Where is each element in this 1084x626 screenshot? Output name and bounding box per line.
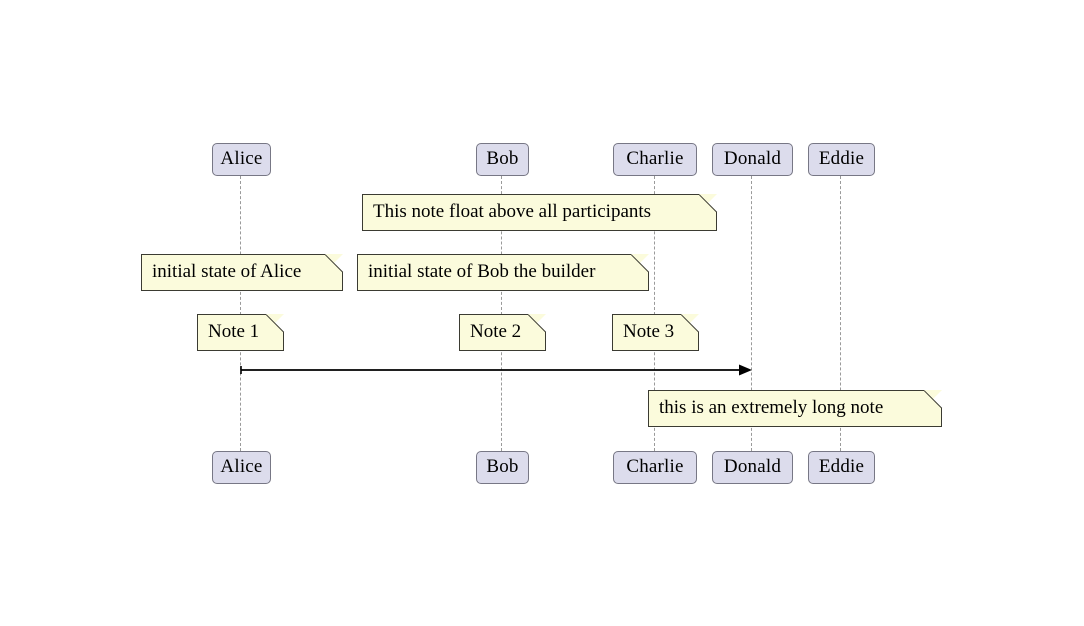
participant-footer-eddie[interactable]: Eddie [808,451,875,484]
participant-footer-charlie[interactable]: Charlie [613,451,697,484]
lifeline-alice [240,176,242,451]
participant-label: Charlie [626,148,684,169]
note-right-edge [545,331,547,351]
lifeline-eddie [840,176,842,451]
participant-footer-alice[interactable]: Alice [212,451,271,484]
participant-label: Alice [220,148,263,169]
participant-label: Eddie [818,148,865,169]
participant-label: Donald [723,148,782,169]
note-right-edge [698,331,700,351]
note-text: this is an extremely long note [659,397,884,418]
note-right-edge [283,331,285,351]
participant-label: Donald [723,456,782,477]
participant-header-eddie[interactable]: Eddie [808,143,875,176]
note-top-edge [361,193,699,195]
note-top-edge [647,389,924,391]
participant-footer-bob[interactable]: Bob [476,451,529,484]
note-text: initial state of Alice [152,261,302,282]
msg-alice-donald[interactable] [227,359,766,381]
note-text: Note 1 [208,321,260,342]
note-top-edge [356,253,631,255]
note-text: Note 2 [470,321,522,342]
participant-label: Eddie [818,456,865,477]
note-right-edge [716,211,718,231]
note-top-edge [140,253,325,255]
lifeline-bob [501,176,503,451]
note-text: This note float above all participants [373,201,652,222]
note-over-all[interactable]: This note float above all participants [361,193,718,231]
participant-label: Alice [220,456,263,477]
note-right-edge [941,407,943,427]
participant-label: Charlie [626,456,684,477]
note-text: Note 3 [623,321,675,342]
note-2[interactable]: Note 2 [458,313,547,351]
lifeline-charlie [654,176,656,451]
participant-label: Bob [486,456,519,477]
lifeline-donald [751,176,753,451]
participant-header-bob[interactable]: Bob [476,143,529,176]
participant-label: Bob [486,148,519,169]
participant-header-donald[interactable]: Donald [712,143,793,176]
note-1[interactable]: Note 1 [196,313,285,351]
participant-header-charlie[interactable]: Charlie [613,143,697,176]
message-arrowhead [739,364,752,376]
note-long[interactable]: this is an extremely long note [647,389,943,427]
note-right-edge [342,271,344,291]
note-bob-initial[interactable]: initial state of Bob the builder [356,253,650,291]
note-3[interactable]: Note 3 [611,313,700,351]
note-top-edge [611,313,681,315]
participant-header-alice[interactable]: Alice [212,143,271,176]
note-top-edge [458,313,528,315]
participant-footer-donald[interactable]: Donald [712,451,793,484]
note-top-edge [196,313,266,315]
note-text: initial state of Bob the builder [368,261,596,282]
note-right-edge [648,271,650,291]
note-alice-initial[interactable]: initial state of Alice [140,253,344,291]
